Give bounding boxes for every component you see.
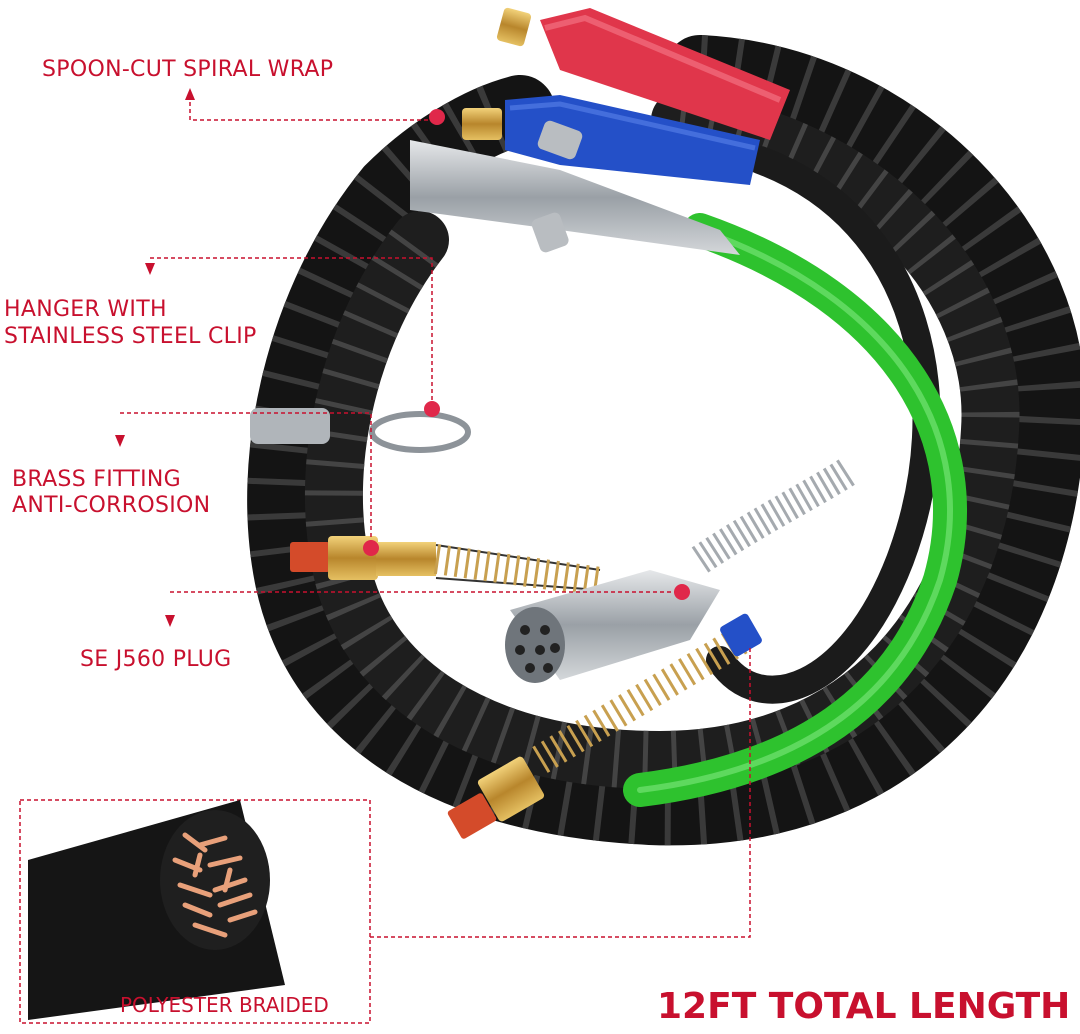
- chrome-plug-top: [410, 120, 740, 255]
- spiral-wrap-hose: [247, 35, 1080, 846]
- blue-gladhand-handle: [462, 95, 760, 185]
- callout-dots: [363, 109, 758, 648]
- headline-total-length: 12FT TOTAL LENGTH: [657, 986, 1071, 1027]
- callout-plug: SE J560 PLUG: [80, 647, 232, 672]
- callout-hanger-line1: HANGER WITH: [4, 297, 167, 322]
- stainless-clip: [250, 408, 471, 453]
- black-air-hose: [706, 146, 941, 704]
- braided-inset: [28, 800, 285, 1020]
- callout-hanger-line2: STAINLESS STEEL CLIP: [4, 324, 257, 349]
- callout-brass-line2: ANTI-CORROSION: [12, 493, 211, 518]
- callout-brass-line1: BRASS FITTING: [12, 467, 181, 492]
- callout-arrows: [115, 88, 195, 627]
- j560-plug: [505, 457, 859, 683]
- callout-braided: POLYESTER BRAIDED: [120, 993, 329, 1017]
- callout-spiral-wrap: SPOON-CUT SPIRAL WRAP: [42, 57, 334, 82]
- red-gladhand-handle: [496, 7, 790, 140]
- callout-lines: [19, 95, 751, 1024]
- brass-fitting-bottom: [447, 613, 762, 839]
